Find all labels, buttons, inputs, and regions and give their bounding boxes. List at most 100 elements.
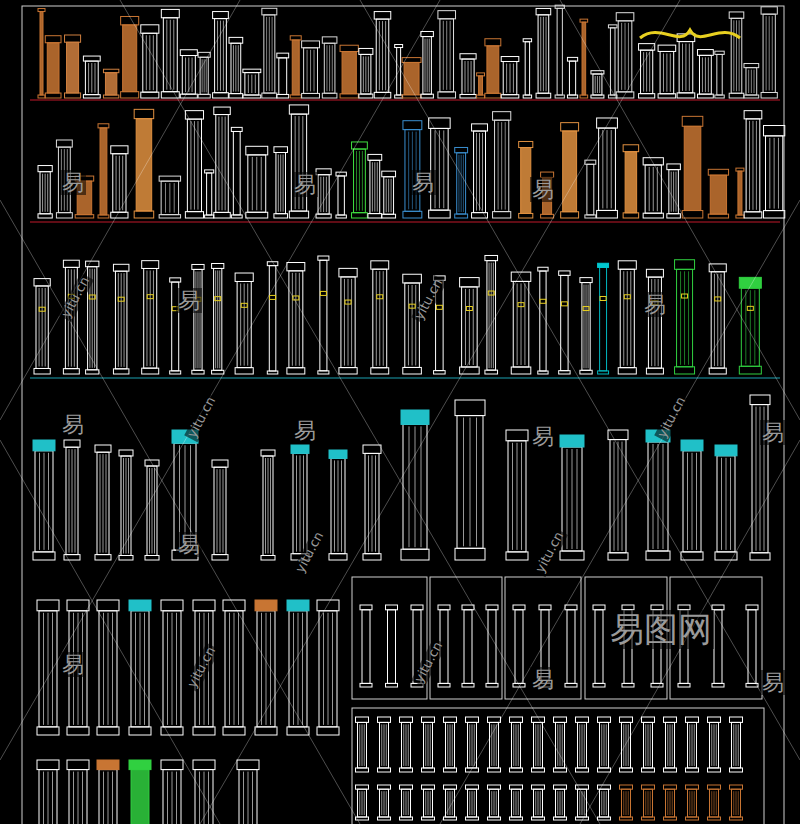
column-capital: [523, 39, 531, 42]
column-flute: [112, 613, 113, 725]
column-shaft: [99, 770, 117, 824]
column-flute: [650, 791, 651, 815]
column-shaft: [582, 283, 590, 371]
dimension-mark: [241, 303, 247, 307]
column-base: [386, 683, 398, 687]
dimension-mark: [600, 296, 606, 300]
column-base: [429, 210, 450, 218]
column-shaft: [600, 722, 609, 768]
column-base: [322, 93, 337, 98]
column-base: [287, 727, 309, 735]
column-shaft: [338, 176, 344, 215]
column-flute: [415, 426, 416, 547]
column-flute: [572, 449, 573, 549]
column-flute: [606, 791, 607, 815]
column-flute: [470, 418, 471, 547]
watermark: 易: [292, 418, 318, 443]
column-capital: [129, 760, 151, 770]
column-shaft: [105, 73, 116, 95]
column-capital: [519, 141, 533, 147]
column-flute: [560, 724, 561, 766]
column-flute: [623, 271, 624, 365]
column-flute: [296, 455, 297, 551]
column-flute: [341, 460, 342, 551]
column-flute: [505, 122, 506, 209]
column-flute: [153, 35, 154, 90]
column-flute: [167, 772, 168, 824]
column-flute: [430, 724, 431, 766]
column-base: [681, 552, 703, 560]
watermark: 易: [60, 652, 86, 677]
column-flute: [450, 21, 451, 90]
column-shaft: [600, 267, 607, 370]
column-capital: [274, 147, 288, 153]
column-flute: [649, 167, 650, 211]
column-flute: [365, 56, 366, 92]
column-flute: [225, 117, 226, 211]
column-capital: [67, 760, 89, 770]
column-flute: [176, 613, 177, 725]
column-flute: [684, 271, 685, 364]
column-shaft: [731, 18, 742, 93]
column-base: [229, 94, 243, 98]
column-shaft: [115, 271, 126, 369]
column-shaft: [738, 171, 742, 215]
column-capital: [560, 435, 584, 447]
column-shaft: [710, 175, 726, 214]
column-flute: [299, 273, 300, 366]
column-base: [761, 92, 777, 98]
column-flute: [630, 271, 631, 365]
column-base: [360, 683, 372, 687]
column-base: [134, 211, 154, 218]
column-base: [145, 556, 159, 561]
column-base: [646, 368, 663, 374]
column-capital: [235, 273, 253, 281]
column-flute: [469, 791, 470, 815]
watermark-line: [0, 440, 220, 824]
column-flute: [694, 724, 695, 766]
column-shaft: [257, 611, 275, 727]
dimension-mark: [540, 299, 546, 303]
column-flute: [146, 35, 147, 90]
column-base: [651, 683, 663, 687]
column-capital: [192, 264, 204, 269]
column-flute: [516, 791, 517, 815]
column-flute: [672, 791, 673, 815]
column-flute: [518, 724, 519, 766]
column-base: [729, 93, 744, 98]
column-flute: [332, 613, 333, 725]
column-flute: [185, 58, 186, 93]
column-base: [730, 768, 743, 772]
column-flute: [739, 20, 740, 91]
column-capital: [513, 605, 525, 610]
column-base: [608, 553, 628, 560]
column-flute: [266, 17, 267, 91]
column-flute: [368, 56, 369, 92]
watermark: 易: [60, 170, 86, 195]
column-flute: [471, 61, 472, 92]
column-flute: [106, 454, 107, 552]
column-flute: [489, 263, 490, 368]
column-flute: [359, 791, 360, 815]
column-shaft: [131, 611, 149, 727]
column-shaft: [214, 268, 222, 370]
column-shaft: [380, 789, 389, 817]
column-shaft: [121, 456, 131, 556]
column-capital: [730, 717, 743, 722]
column-shaft: [468, 789, 477, 817]
column-flute: [427, 39, 428, 93]
column-shaft: [679, 42, 693, 93]
column-flute: [772, 16, 773, 90]
column-shaft: [683, 451, 701, 552]
column-base: [593, 683, 605, 687]
column-shaft: [717, 456, 735, 552]
column-capital: [501, 57, 519, 62]
column-flute: [524, 283, 525, 365]
column-flute: [663, 53, 664, 91]
column-flute: [152, 468, 153, 554]
column-base: [646, 551, 670, 560]
column-base: [45, 93, 61, 98]
column-base: [121, 92, 139, 98]
column-capital: [193, 600, 215, 611]
column-flute: [280, 155, 281, 212]
